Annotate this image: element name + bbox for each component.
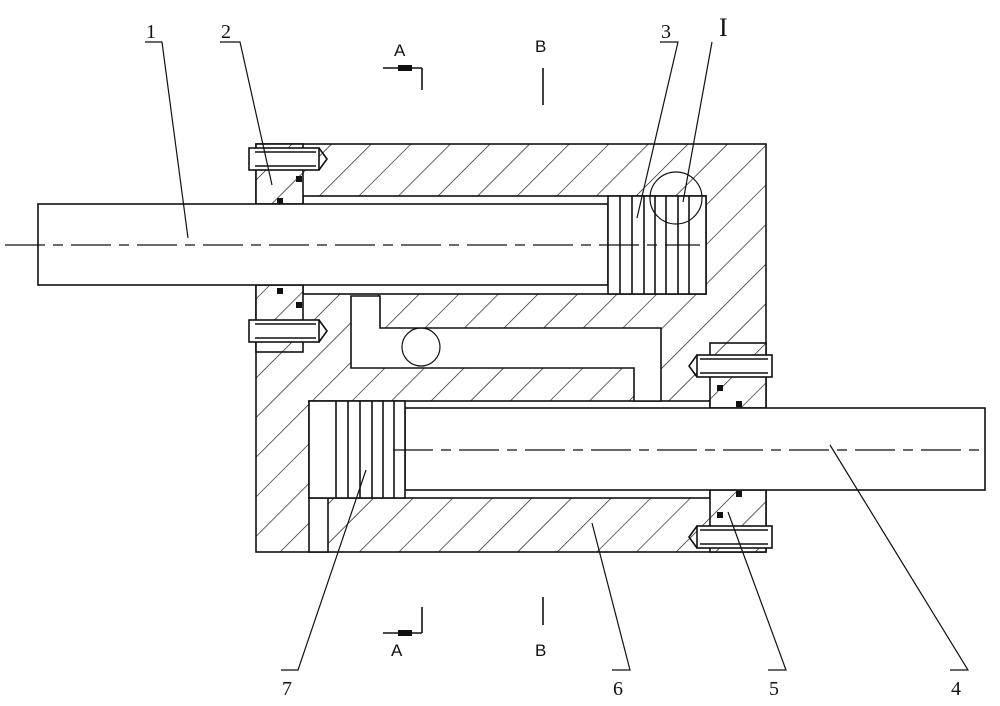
lower-slot — [308, 497, 329, 553]
section-label-a-bottom: A — [391, 641, 403, 660]
section-label-b-top: B — [535, 37, 546, 56]
oil-passage — [350, 295, 662, 402]
piston-rod-4 — [404, 407, 986, 491]
section-mark-a-bottom — [383, 607, 423, 636]
part-label-7: 7 — [282, 678, 292, 700]
part-label-1: 1 — [146, 21, 156, 43]
piston-7 — [308, 400, 406, 499]
part-label-4: 4 — [951, 678, 961, 700]
detail-circle-I — [649, 171, 703, 225]
bolt-icon — [688, 354, 773, 378]
detail-label-I: I — [719, 13, 728, 42]
seal-icons — [277, 176, 742, 518]
section-label-a-top: A — [394, 41, 406, 60]
check-ball — [401, 327, 441, 367]
leader-lines — [145, 41, 970, 671]
part-label-6: 6 — [613, 678, 623, 700]
part-label-5: 5 — [769, 678, 779, 700]
part-label-2: 2 — [221, 21, 231, 43]
section-mark-a-top — [383, 65, 423, 90]
part-label-3: 3 — [661, 21, 671, 43]
bolt-icon — [688, 525, 773, 549]
section-label-b-bottom: B — [535, 641, 546, 660]
bolt-icon — [248, 147, 328, 171]
bolt-icon — [248, 319, 328, 343]
